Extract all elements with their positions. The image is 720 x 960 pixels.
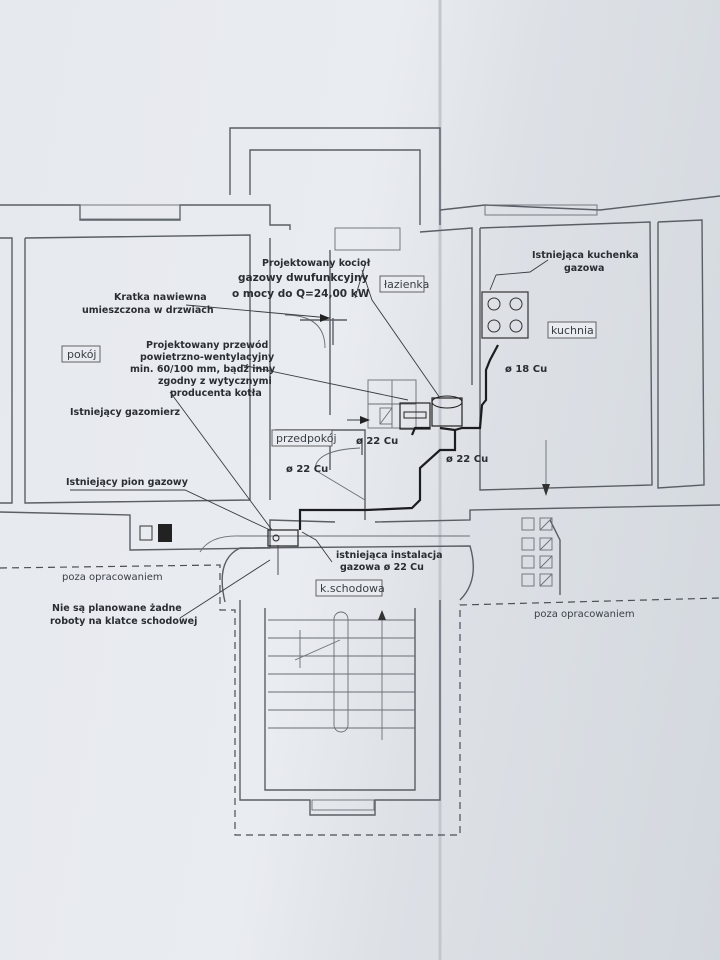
pipe-label-cu22a: ø 22 Cu	[356, 436, 398, 447]
gas-meter-symbol	[139, 524, 299, 547]
note-roboty-line1: Nie są planowane żadne	[52, 603, 182, 614]
pipe-label-cu18: ø 18 Cu	[505, 364, 547, 375]
note-kratka-line1: Kratka nawiewna	[114, 292, 207, 303]
gas-pipes	[298, 344, 499, 530]
room-label-przedpokoj: przedpokój	[276, 432, 337, 445]
note-przewod-line1: Projektowany przewód	[146, 340, 268, 351]
note-przewod-line5: producenta kotła	[170, 388, 262, 399]
room-label-lazienka: łazienka	[384, 278, 429, 291]
note-instalacja-line1: istniejąca instalacja	[336, 550, 443, 561]
note-kuchenka-line1: Istniejąca kuchenka	[532, 250, 639, 261]
room-label-pokoj: pokój	[67, 348, 96, 361]
note-gazomierz: Istniejący gazomierz	[70, 407, 181, 418]
note-kociol-line2: gazowy dwufunkcyjny	[238, 272, 368, 284]
note-roboty-line2: roboty na klatce schodowej	[50, 616, 197, 627]
gas-stove-symbol	[481, 291, 529, 339]
boiler-symbols	[367, 379, 463, 430]
note-kuchenka-line2: gazowa	[564, 263, 604, 274]
note-kratka-line2: umieszczona w drzwiach	[82, 305, 214, 316]
note-kociol-line1: Projektowany kocioł	[262, 258, 371, 269]
room-label-klatka: k.schodowa	[320, 582, 385, 595]
note-instalacja-line2: gazowa ø 22 Cu	[340, 562, 424, 573]
walls	[0, 127, 720, 816]
room-label-kuchnia: kuchnia	[551, 324, 594, 337]
outside-scope-right: poza opracowaniem	[534, 609, 635, 620]
note-kociol-line3: o mocy do Q=24,00 kW	[232, 288, 370, 300]
room-labels: pokój przedpokój łazienka kuchnia k.scho…	[61, 275, 597, 597]
note-przewod-line2: powietrzno-wentylacyjny	[140, 352, 275, 363]
staircase-steps	[268, 610, 415, 740]
pipe-label-cu22b: ø 22 Cu	[446, 454, 488, 465]
note-przewod-line3: min. 60/100 mm, bądź inny	[130, 364, 276, 375]
note-pion: Istniejący pion gazowy	[66, 477, 189, 488]
note-przewod-line4: zgodny z wytycznymi	[158, 376, 272, 387]
annotations: Projektowany kocioł gazowy dwufunkcyjny …	[50, 250, 639, 627]
pipe-labels: ø 18 Cu ø 22 Cu ø 22 Cu ø 22 Cu	[286, 364, 547, 475]
leader-lines	[70, 259, 549, 619]
pipe-label-cu22c: ø 22 Cu	[286, 464, 328, 475]
outside-scope-left: poza opracowaniem	[62, 572, 163, 583]
ventilation-shafts	[521, 440, 553, 587]
